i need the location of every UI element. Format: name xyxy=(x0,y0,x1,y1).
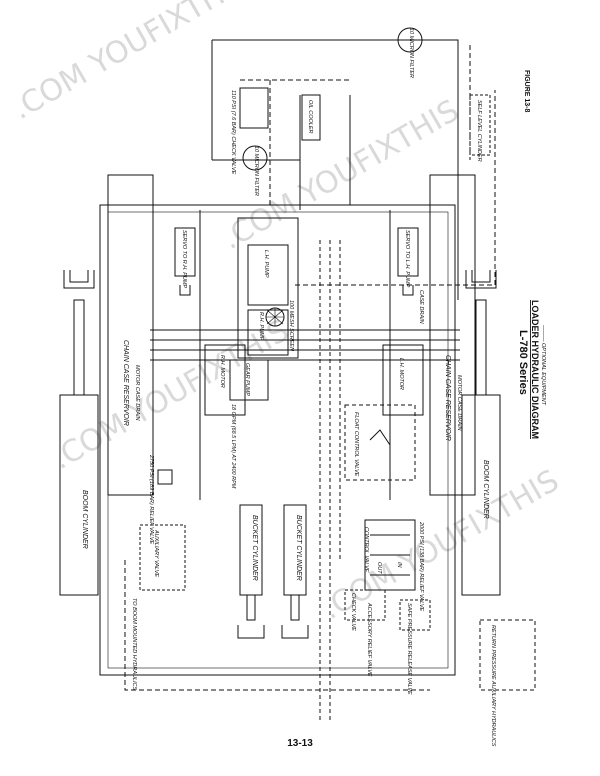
boom-rod-right xyxy=(475,299,487,396)
lh-pump xyxy=(247,244,289,306)
micron-filter-left xyxy=(242,145,268,171)
horizontal-manifold xyxy=(150,329,460,361)
watermark-1: .COM YOUFIXTHIS xyxy=(7,0,255,127)
aux-return-label: RETURN PRESSURE AUXILIARY HYDRAULICS xyxy=(490,625,496,747)
self-level-cylinder xyxy=(469,94,491,156)
micron-filter-right xyxy=(397,27,423,53)
check-valve-small-label: CHECK VALVE xyxy=(350,593,356,631)
chain-case-right-label: CHAIN CASE RESERVOIR xyxy=(444,355,451,441)
float-control-box xyxy=(344,404,416,481)
chain-case-right xyxy=(429,174,476,496)
to-boom-label: TO BOOM MOUNTED HYDRAULICS xyxy=(131,598,137,691)
port-out-label: OUT xyxy=(376,562,382,574)
control-valve xyxy=(364,519,416,591)
bucket-cylinder-1-label: BUCKET CYLINDER xyxy=(251,515,258,581)
servo-rh-label: SERVO TO R.H. PUMP xyxy=(181,230,187,289)
boom-clevis-right xyxy=(465,270,497,289)
boom-cylinder-left-label: BOOM CYLINDER xyxy=(81,490,88,549)
relief-valve-box xyxy=(157,469,173,485)
page-number: 13-13 xyxy=(287,738,313,749)
case-drain-label: CASE DRAIN xyxy=(418,290,424,324)
chain-case-left xyxy=(107,174,154,496)
motor-case-drain-right-label: MOTOR CASE DRAIN xyxy=(456,375,462,431)
bucket-clevis-1 xyxy=(237,625,265,639)
main-relief-label: 2000 PSI (138 BAR) RELIEF VALVE xyxy=(418,521,424,612)
relief-valve-label: 2750 PSI (189 BAR) RELIEF VALVE xyxy=(148,454,154,545)
title-series: L-780 Series xyxy=(517,330,529,395)
bucket-clevis-2 xyxy=(281,625,309,639)
accessory-relief-label: ACCESSORY RELIEF VALVE xyxy=(366,602,372,677)
lh-motor-label: L.H. MOTOR xyxy=(398,358,404,390)
servo-lh-label: SERVO TO L.H. PUMP xyxy=(404,230,410,288)
bucket-rod-2 xyxy=(290,594,300,621)
mesh-screen-grid xyxy=(266,308,284,326)
dashed-return-upper xyxy=(240,79,350,205)
title-legend: ——— OPTIONAL EQUIPMENT xyxy=(540,324,546,406)
watermarks: .COM YOUFIXTHIS .COM YOUFIXTHIS .COM YOU… xyxy=(7,0,565,627)
servo-forks xyxy=(179,285,414,296)
boom-cylinder-right-label: BOOM CYLINDER xyxy=(482,460,489,519)
float-switch xyxy=(369,429,391,446)
rh-pump xyxy=(247,309,289,356)
outer-frame xyxy=(99,204,456,676)
gear-pump-label: GEAR PUMP xyxy=(244,363,250,396)
chain-case-left-label: CHAIN CASE RESERVOIR xyxy=(122,340,129,426)
check-valve-box xyxy=(239,87,269,129)
oil-cooler xyxy=(301,94,321,141)
micron-filter-right-label: 10 MICRON FILTER xyxy=(408,28,414,78)
inner-frame xyxy=(107,211,449,669)
mesh-screen-label: 100 MESH SCREEN xyxy=(288,300,294,351)
control-spools xyxy=(370,534,410,576)
pump-housing xyxy=(237,217,299,359)
servo-lh xyxy=(397,227,419,277)
upper-piping xyxy=(211,39,459,300)
dashed-lower-loop xyxy=(124,560,430,691)
check-valve-small-box xyxy=(344,589,386,621)
self-level-label: SELF LEVEL CYLINDER xyxy=(476,100,482,162)
control-valve-label: CONTROL VALVE xyxy=(363,527,369,573)
boom-clevis-left xyxy=(63,270,95,289)
motor-case-drain-left-label: MOTOR CASE DRAIN xyxy=(134,365,140,421)
figure-label: FIGURE 13-8 xyxy=(523,70,530,113)
safe-pressure-label: SAFE PRESSURE RELEASE VALVE xyxy=(406,603,412,695)
safe-pressure-box xyxy=(399,599,431,631)
auxiliary-valve-box xyxy=(139,524,186,591)
rh-motor xyxy=(204,344,246,416)
lh-motor xyxy=(382,344,424,416)
gear-pump xyxy=(229,359,269,401)
dashed-center-lines xyxy=(319,240,341,720)
bucket-cylinder-2-label: BUCKET CYLINDER xyxy=(295,515,302,581)
title-name: LOADER HYDRAULIC DIAGRAM xyxy=(530,300,540,439)
rh-motor-label: R.H. MOTOR xyxy=(219,355,225,388)
bucket-rod-1 xyxy=(246,594,256,621)
boom-rod-left xyxy=(73,299,85,396)
gear-pump-rating-label: 18 GPM (68.5 LPM) AT 2400 RPM xyxy=(230,404,236,489)
check-valve-label: 110 PSI (7.6 BAR) CHECK VALVE xyxy=(230,90,236,175)
aux-valve-label: AUXILIARY VALVE xyxy=(153,529,159,577)
servo-rh xyxy=(174,227,196,277)
vertical-feeds xyxy=(199,210,391,500)
rh-pump-label: R.H. PUMP xyxy=(258,312,264,341)
float-valve-label: FLOAT CONTROL VALVE xyxy=(353,412,359,477)
aux-return-box xyxy=(479,619,536,691)
micron-filter-left-label: 10 MICRON FILTER xyxy=(253,146,259,196)
oil-cooler-label: OIL COOLER xyxy=(307,100,313,134)
lh-pump-label: L.H. PUMP xyxy=(263,250,269,278)
port-in-label: IN xyxy=(396,562,402,568)
